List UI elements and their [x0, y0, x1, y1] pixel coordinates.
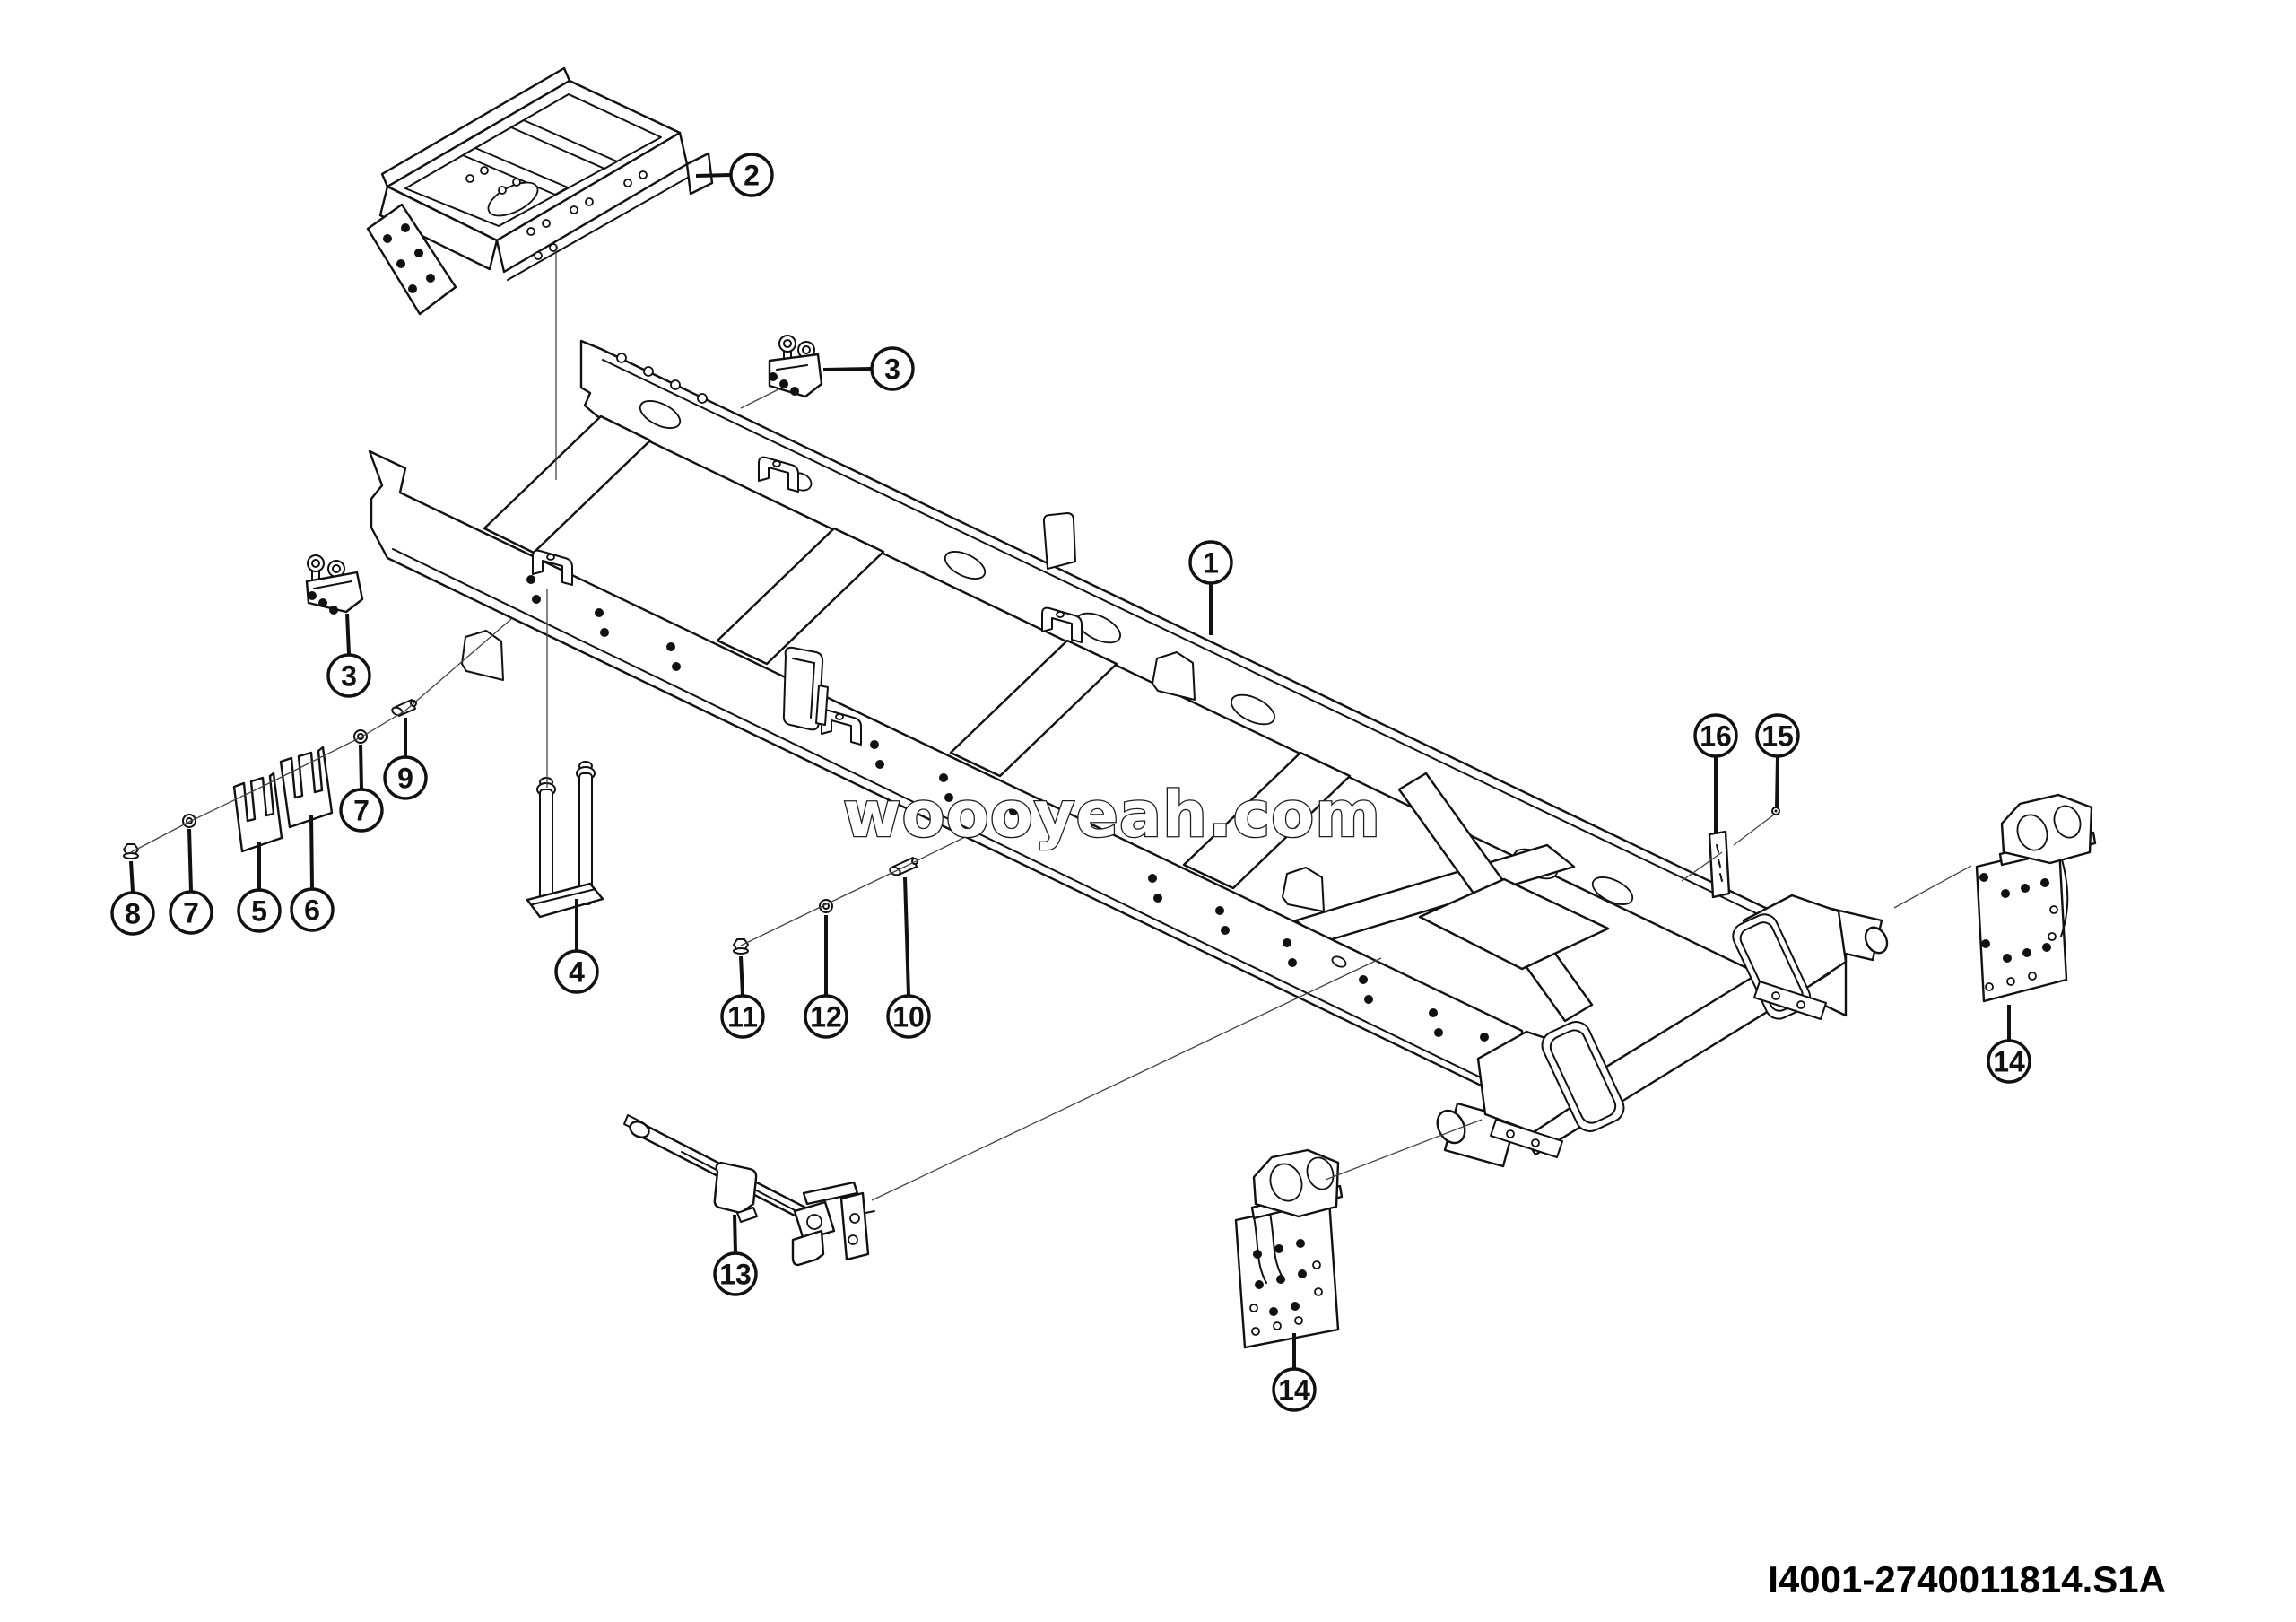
callout-9-number: 9 — [397, 763, 413, 795]
callout-6: 6 — [290, 814, 335, 932]
nut-part-11 — [733, 938, 749, 955]
callout-11-number: 11 — [727, 1001, 758, 1033]
callout-8-number: 8 — [125, 898, 141, 930]
rail-bolt-holes — [526, 575, 1494, 1061]
callout-15-balloon — [1755, 713, 1800, 758]
callout-8-balloon — [110, 891, 155, 936]
callout-2-leader — [695, 173, 731, 178]
callout-13-balloon — [713, 1251, 758, 1296]
callout-12-number: 12 — [810, 1001, 842, 1033]
frame-rear-bracing — [1294, 772, 1610, 1023]
lever-assembly-part-13 — [623, 1114, 875, 1267]
callout-5-number: 5 — [251, 895, 267, 928]
axle-spring-seats — [1476, 894, 1848, 1158]
callout-2-number: 2 — [744, 160, 760, 192]
callout-1-number: 1 — [1203, 547, 1219, 580]
callout-3-left-leader — [345, 613, 351, 655]
callout-13: 13 — [713, 1214, 758, 1296]
callout-16-balloon — [1693, 713, 1738, 758]
callout-16-number: 16 — [1700, 720, 1732, 753]
callout-7-upper: 7 — [339, 744, 384, 833]
callout-14-right-number: 14 — [1993, 1046, 2025, 1078]
callout-6-leader — [309, 814, 314, 889]
frame-spring-hangers — [461, 456, 1325, 912]
callout-14-lower-number: 14 — [1278, 1374, 1310, 1407]
nut-part-8 — [123, 843, 139, 859]
callout-14-right-balloon — [1987, 1039, 2031, 1084]
callout-4-number: 4 — [569, 956, 585, 989]
callout-8-leader — [129, 860, 135, 893]
drawing-number: I4001-2740011814.S1A — [1768, 1558, 2166, 1600]
subframe-box-part-2 — [366, 66, 714, 316]
callout-2: 2 — [695, 153, 774, 197]
callout-3-left-number: 3 — [341, 660, 357, 693]
callout-3-upper-leader — [822, 367, 872, 371]
pin-part-9 — [391, 699, 417, 717]
callout-15-leader — [1775, 756, 1779, 809]
callout-4: 4 — [554, 899, 599, 994]
callout-14-lower-balloon — [1272, 1367, 1317, 1412]
callout-7-left-balloon — [169, 890, 213, 935]
callout-9: 9 — [383, 718, 428, 800]
callout-7-upper-balloon — [339, 788, 384, 833]
callout-2-balloon — [729, 153, 774, 197]
callout-1-balloon — [1188, 540, 1233, 585]
mounting-bracket-part-14-lower — [1234, 1148, 1344, 1349]
screw-part-15 — [1771, 807, 1780, 815]
callout-13-number: 13 — [719, 1259, 752, 1291]
alignment-lines — [130, 245, 1972, 1201]
callout-3-upper-number: 3 — [884, 353, 900, 386]
callout-14-right: 14 — [1987, 1005, 2031, 1084]
callout-10-number: 10 — [892, 1001, 925, 1033]
callout-14-lower: 14 — [1272, 1333, 1317, 1412]
watermark-text: woooyeah.com — [843, 778, 1381, 851]
callout-7-left-number: 7 — [183, 897, 199, 929]
mounting-bracket-part-14-right — [1975, 793, 2097, 1003]
callout-11: 11 — [720, 955, 765, 1039]
callout-7-upper-number: 7 — [353, 795, 370, 827]
callout-1: 1 — [1188, 540, 1233, 635]
callout-7-left-leader — [187, 828, 193, 892]
callout-7-left: 7 — [169, 828, 213, 935]
callout-10: 10 — [886, 876, 931, 1039]
callout-15-number: 15 — [1761, 720, 1794, 753]
washer-part-7-upper — [353, 729, 368, 744]
clamp-part-3-upper — [768, 335, 823, 398]
frame-rail-far — [579, 339, 1848, 1017]
callout-5: 5 — [237, 842, 282, 933]
callout-12-balloon — [804, 994, 848, 1039]
callout-4-balloon — [554, 949, 599, 994]
washer-part-7-left — [182, 814, 196, 828]
callout-9-balloon — [383, 755, 428, 800]
frame-crossmembers — [483, 414, 1352, 890]
callout-6-number: 6 — [304, 894, 320, 927]
callout-10-leader — [903, 876, 910, 996]
callout-3-upper: 3 — [822, 346, 915, 391]
callout-12: 12 — [804, 915, 848, 1039]
callout-10-balloon — [886, 994, 931, 1039]
clamp-part-3-left — [305, 554, 364, 615]
callout-6-balloon — [290, 887, 335, 932]
callout-5-balloon — [237, 888, 282, 933]
callout-16: 16 — [1693, 713, 1738, 833]
callout-15: 15 — [1755, 713, 1800, 809]
callout-3-upper-balloon — [870, 346, 915, 391]
callout-3-left: 3 — [326, 613, 371, 698]
u-bolt-part-4 — [526, 761, 604, 919]
callout-11-balloon — [720, 994, 765, 1039]
strip-plate-part-16 — [1708, 830, 1731, 899]
callout-3-left-balloon — [326, 653, 371, 698]
shim-plate-part-6 — [279, 746, 334, 829]
shim-plate-part-5 — [232, 772, 283, 853]
callout-8: 8 — [110, 860, 155, 936]
callout-11-leader — [739, 955, 744, 996]
